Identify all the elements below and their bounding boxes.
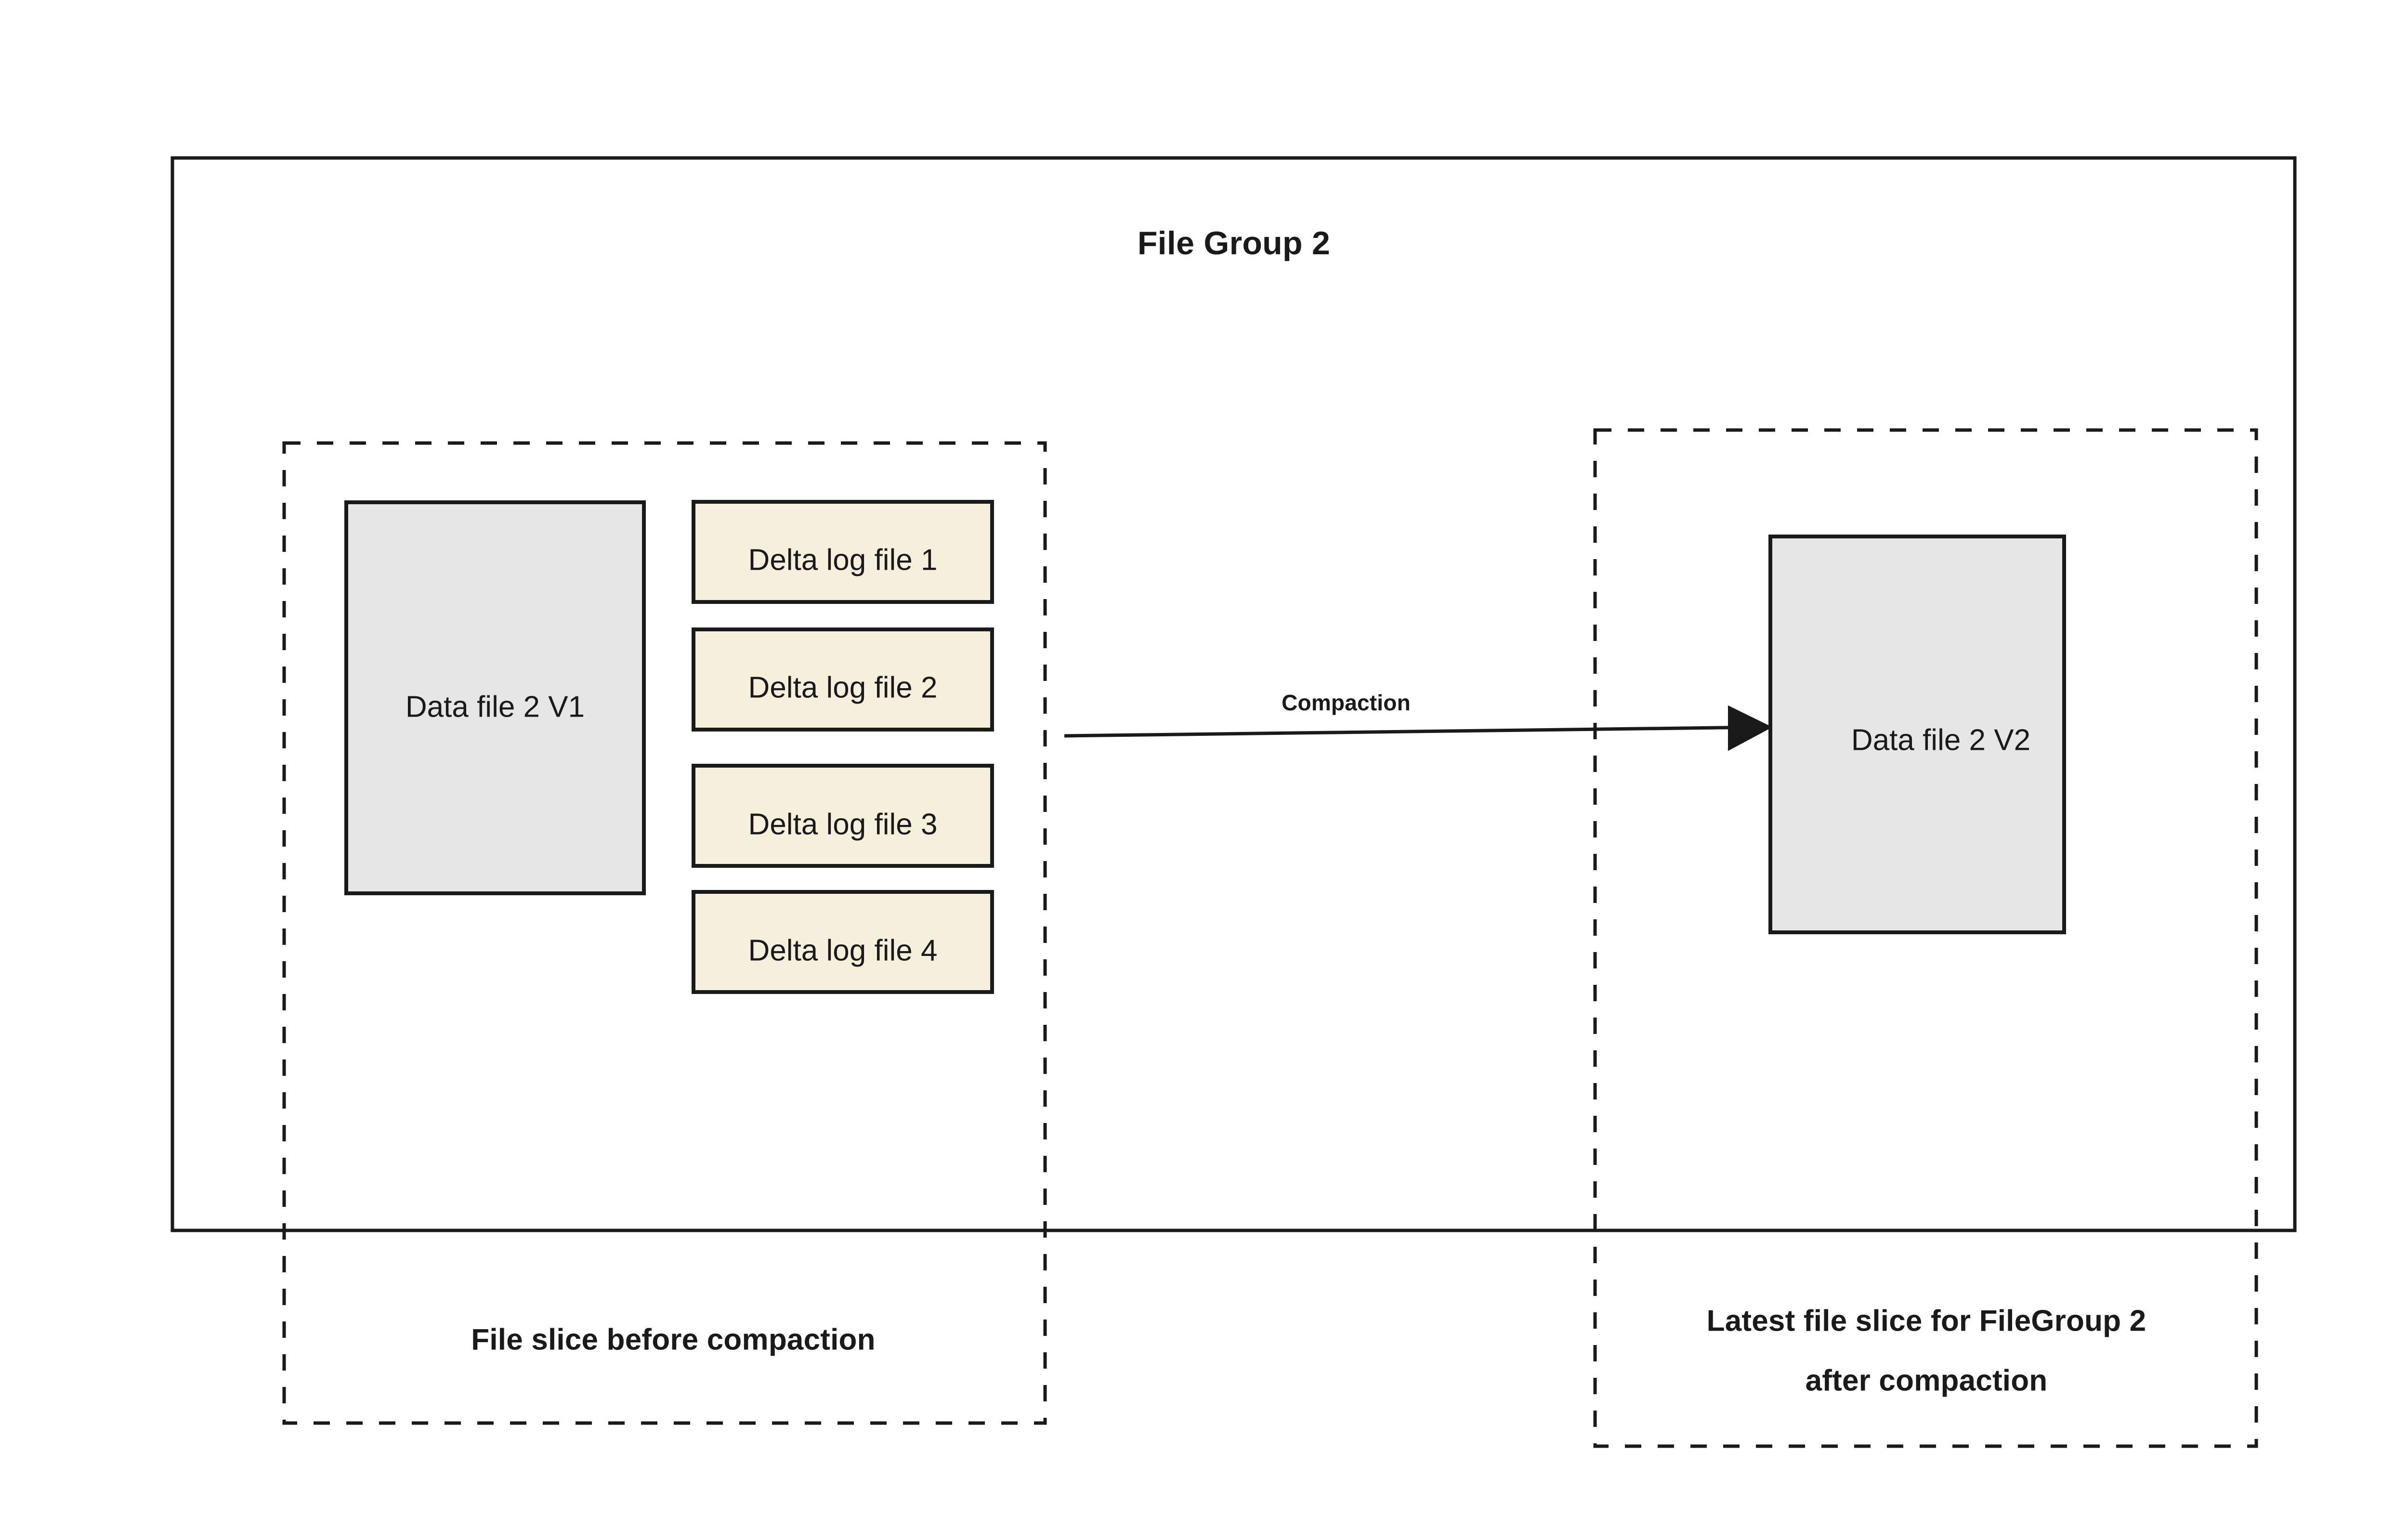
file-slice-after-caption-line2: after compaction — [1805, 1364, 2048, 1398]
file-slice-before-caption: File slice before compaction — [471, 1323, 876, 1357]
page-title: File Group 2 — [1137, 224, 1331, 261]
data-file-v2-label: Data file 2 V2 — [1851, 723, 2031, 757]
delta-log-file-4-box[interactable] — [692, 890, 994, 994]
file-slice-after-caption-line1: Latest file slice for FileGroup 2 — [1706, 1304, 2146, 1338]
delta-log-file-3-box[interactable] — [692, 764, 994, 868]
delta-log-file-1-label: Delta log file 1 — [748, 543, 938, 577]
delta-log-file-2-label: Delta log file 2 — [748, 671, 938, 705]
data-file-v1-label: Data file 2 V1 — [405, 690, 585, 724]
delta-log-file-2-box[interactable] — [692, 627, 994, 732]
data-file-v2-box[interactable] — [1768, 535, 2066, 934]
delta-log-file-3-label: Delta log file 3 — [748, 808, 938, 841]
data-file-v1-box[interactable] — [344, 500, 646, 895]
compaction-arrow — [1064, 705, 1773, 751]
file-slice-after-container — [1593, 428, 2258, 1448]
file-slice-before-container — [282, 441, 1047, 1425]
delta-log-file-4-label: Delta log file 4 — [748, 934, 938, 967]
delta-log-file-1-box[interactable] — [692, 500, 994, 604]
compaction-edge-label: Compaction — [1282, 690, 1411, 715]
file-group-container — [170, 156, 2297, 1232]
